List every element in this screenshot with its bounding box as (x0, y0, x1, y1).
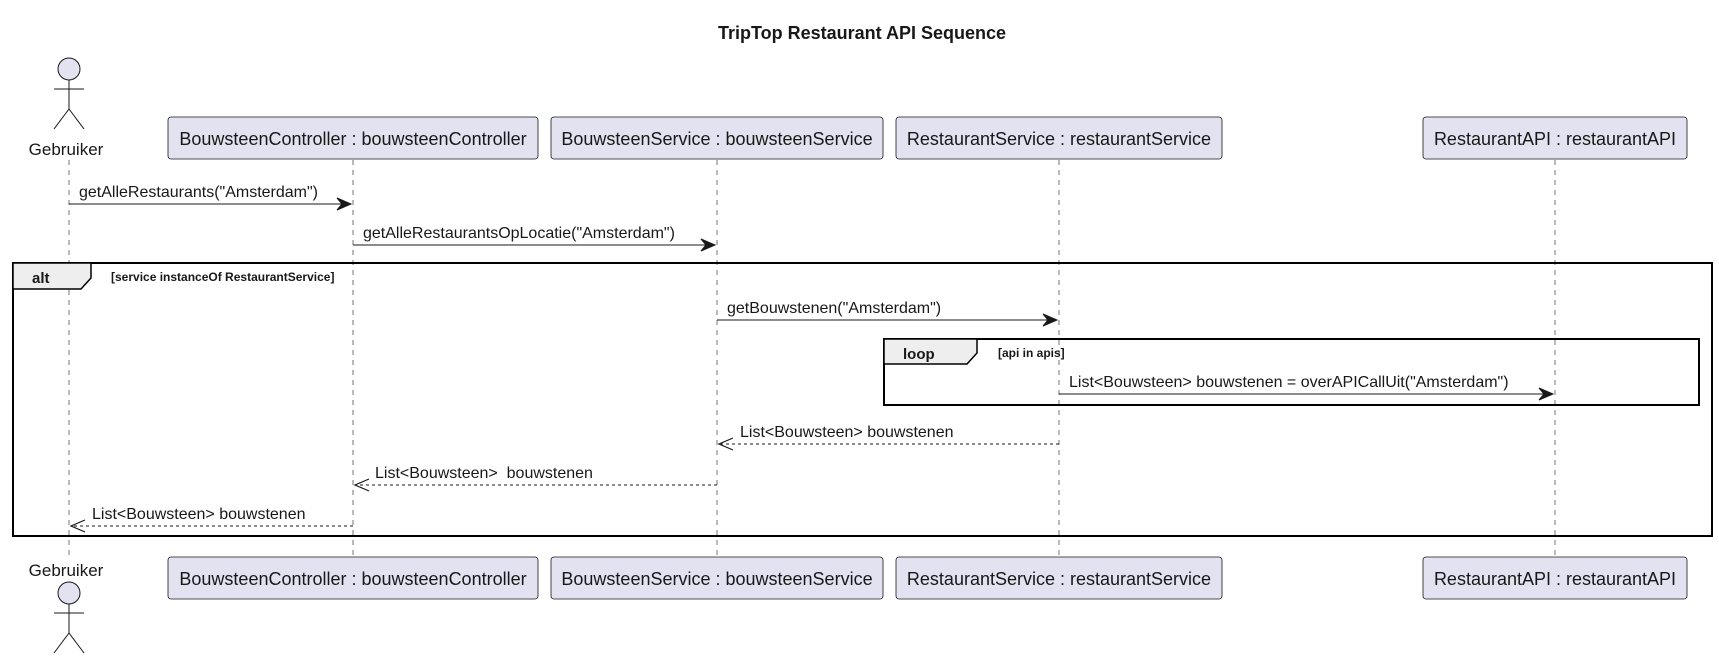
message-label: getAlleRestaurants("Amsterdam") (79, 184, 318, 201)
alt-fragment: alt [service instanceOf RestaurantServic… (12, 262, 1713, 537)
diagram-title: TripTop Restaurant API Sequence (718, 23, 1006, 43)
arrowhead-icon (700, 238, 717, 252)
actor-head-icon (57, 57, 81, 81)
actor-gebruiker-bottom: Gebruiker (29, 561, 104, 654)
actor-leg-left-icon (53, 108, 70, 130)
participant-label: RestaurantService : restaurantService (907, 569, 1211, 589)
participant-box (550, 556, 884, 600)
participant-rapi-top: RestaurantAPI : restaurantAPI (1422, 116, 1688, 160)
participant-box (895, 116, 1223, 160)
message-label: List<Bouwsteen> bouwstenen (375, 465, 593, 482)
messages: getAlleRestaurants("Amsterdam") getAlleR… (69, 184, 1555, 533)
message-label: getBouwstenen("Amsterdam") (727, 300, 941, 317)
loop-frame (883, 338, 1700, 406)
participants-bottom: Gebruiker BouwsteenController : bouwstee… (29, 556, 1688, 654)
participant-rapi-bottom: RestaurantAPI : restaurantAPI (1422, 556, 1688, 600)
participants-top: Gebruiker BouwsteenController : bouwstee… (29, 57, 1688, 160)
arrowhead-icon (1042, 313, 1059, 327)
loop-frame-tab (883, 338, 978, 365)
participant-label: BouwsteenController : bouwsteenControlle… (179, 569, 526, 589)
participant-box (895, 556, 1223, 600)
participant-rservice-bottom: RestaurantService : restaurantService (895, 556, 1223, 600)
participant-label: BouwsteenService : bouwsteenService (561, 569, 872, 589)
participant-box (1422, 556, 1688, 600)
lifelines (68, 160, 1556, 558)
participant-rservice-top: RestaurantService : restaurantService (895, 116, 1223, 160)
alt-frame-tab (12, 262, 92, 290)
participant-bservice-top: BouwsteenService : bouwsteenService (550, 116, 884, 160)
actor-gebruiker-top: Gebruiker (29, 57, 104, 159)
participant-label: RestaurantAPI : restaurantAPI (1434, 129, 1676, 149)
participant-box (167, 556, 539, 600)
participant-controller-top: BouwsteenController : bouwsteenControlle… (167, 116, 539, 160)
actor-leg-left-icon (53, 632, 70, 654)
arrowhead-icon (353, 478, 370, 492)
participant-label: BouwsteenController : bouwsteenControlle… (179, 129, 526, 149)
message-label: List<Bouwsteen> bouwstenen = overAPICall… (1069, 374, 1509, 391)
participant-label: RestaurantService : restaurantService (907, 129, 1211, 149)
actor-label: Gebruiker (29, 140, 104, 159)
arrowhead-icon (1538, 387, 1555, 401)
message-label: List<Bouwsteen> bouwstenen (92, 506, 305, 523)
loop-guard: [api in apis] (998, 346, 1065, 360)
alt-guard: [service instanceOf RestaurantService] (111, 270, 334, 284)
arrowhead-icon (69, 519, 86, 533)
participant-box (1422, 116, 1688, 160)
arrowhead-icon (336, 197, 353, 211)
actor-label: Gebruiker (29, 561, 104, 580)
participant-box (550, 116, 884, 160)
participant-box (167, 116, 539, 160)
message-label: getAlleRestaurantsOpLocatie("Amsterdam") (363, 225, 675, 242)
participant-label: BouwsteenService : bouwsteenService (561, 129, 872, 149)
participant-label: RestaurantAPI : restaurantAPI (1434, 569, 1676, 589)
loop-keyword: loop (903, 346, 935, 363)
alt-keyword: alt (32, 270, 50, 287)
loop-fragment: loop [api in apis] (883, 338, 1700, 406)
alt-frame (12, 262, 1713, 537)
actor-leg-right-icon (68, 108, 85, 130)
message-label: List<Bouwsteen> bouwstenen (740, 424, 953, 441)
actor-leg-right-icon (68, 632, 85, 654)
actor-head-icon (57, 581, 81, 605)
arrowhead-icon (717, 437, 734, 451)
participant-controller-bottom: BouwsteenController : bouwsteenControlle… (167, 556, 539, 600)
participant-bservice-bottom: BouwsteenService : bouwsteenService (550, 556, 884, 600)
